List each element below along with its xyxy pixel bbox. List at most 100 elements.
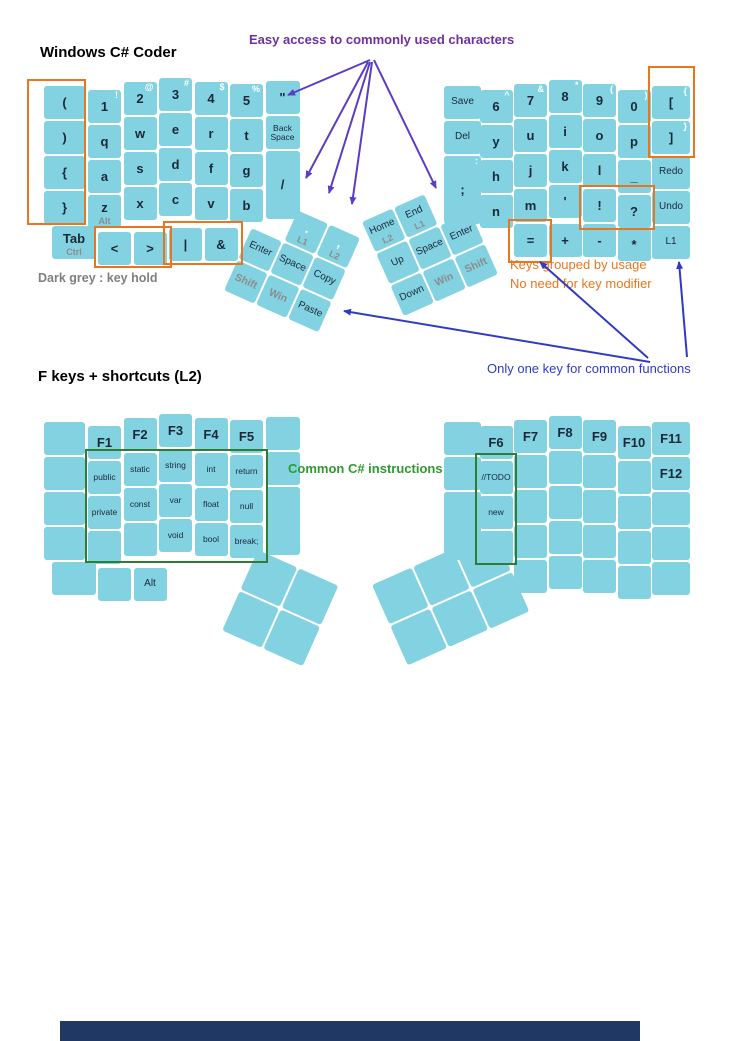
key-tap-label: ' <box>563 193 567 209</box>
key-blank <box>514 525 547 558</box>
key-f1: F1 <box>88 426 121 459</box>
key-o: o <box>583 119 616 152</box>
key-blank <box>444 422 481 455</box>
key-tap-label: > <box>146 240 154 256</box>
key-tap-label: Space <box>414 236 445 259</box>
key-tap-label: int <box>206 464 216 475</box>
key-new: new <box>479 496 513 529</box>
key-0: 0) <box>617 90 651 123</box>
key-redo: Redo <box>652 156 690 189</box>
key-tap-label: Shift <box>232 271 260 292</box>
key-tap-label: b <box>242 197 251 213</box>
key-tap-label: f <box>208 160 214 176</box>
key-tap-label: //TODO <box>481 472 511 483</box>
key-blank <box>548 521 582 554</box>
key-blank <box>548 451 582 484</box>
key-tap-label: void <box>167 530 184 541</box>
key-tap-label: F10 <box>622 434 646 450</box>
key-symbol: > <box>133 232 167 265</box>
key-n: n <box>479 195 513 228</box>
key-const: const <box>123 488 157 521</box>
key-i: i <box>548 115 582 148</box>
key-tap-label: private <box>91 507 118 518</box>
key-tap-label: l <box>597 162 602 178</box>
key-shift-label: & <box>537 84 545 94</box>
arrow-to-period-key <box>305 61 369 179</box>
key-7: 7& <box>514 84 547 117</box>
key-symbol: _ <box>617 160 651 193</box>
key-2: 2@ <box>123 82 157 115</box>
key-1: 1! <box>88 90 121 123</box>
key-tap-label: 1 <box>100 98 109 114</box>
key-del: Del <box>444 121 481 154</box>
key-hold-label: Ctrl <box>66 247 82 257</box>
key-tap-label: static <box>130 464 150 475</box>
key-m: m <box>514 189 547 222</box>
key-tap-label: g <box>242 162 251 178</box>
key-tap-label: F1 <box>96 434 113 450</box>
key-tap-label: Tab <box>62 231 86 247</box>
key-tap-label: 7 <box>526 92 535 108</box>
key-tap-label: F8 <box>557 424 573 440</box>
key-tap-label: 6 <box>492 98 500 114</box>
key-f10: F10 <box>617 426 651 459</box>
key-save: Save <box>444 86 481 119</box>
key-hold-label: Alt <box>98 216 111 226</box>
key-tap-label: { <box>61 164 68 180</box>
key-tap-label: 8 <box>561 88 569 104</box>
key-symbol: | <box>169 228 202 261</box>
key-tap-label: Win <box>266 286 290 306</box>
key-e: e <box>159 113 192 146</box>
key-shift-label: ( <box>610 84 613 94</box>
key-tap-label: ( <box>62 94 67 110</box>
key-blank <box>514 560 547 593</box>
key-back-space: Back Space <box>265 116 300 149</box>
key-tap-label: k <box>561 158 569 174</box>
arrow-to-l1-key <box>676 261 688 358</box>
key-x: x <box>123 187 157 220</box>
key-blank <box>652 562 690 595</box>
key-tap-label: a <box>100 168 109 184</box>
arrow-to-paste-key <box>343 308 651 363</box>
key-tap-label: float <box>202 499 220 510</box>
key-tap-label: p <box>630 133 638 149</box>
key-blank <box>44 457 85 490</box>
key-string: string <box>159 449 192 482</box>
key-tap-label: F4 <box>203 426 219 442</box>
key-shift-label: ) <box>644 90 648 100</box>
key-a: a <box>88 160 121 193</box>
key-k: k <box>548 150 582 183</box>
key-return: return <box>230 455 263 488</box>
key-tap-label: F5 <box>238 428 255 444</box>
key-shift-label: ^ <box>504 90 510 100</box>
key-tap-label: Del <box>454 131 470 143</box>
key-tap-label: < <box>110 240 119 256</box>
key-hold-legend: Dark grey : key hold <box>38 271 158 285</box>
key-tap-label: Undo <box>659 201 683 213</box>
key-symbol: ;: <box>444 156 481 224</box>
key-tap-label: Paste <box>296 299 325 320</box>
key-h: h <box>479 160 513 193</box>
common-cs-left-box <box>85 449 268 563</box>
highlight-box-equals-key <box>508 219 552 263</box>
key-blank <box>44 527 85 560</box>
key-tap-label: x <box>136 195 144 211</box>
key-blank <box>444 457 481 490</box>
key-tap-label: F3 <box>167 422 184 438</box>
key-shift-label: % <box>251 84 260 94</box>
key-tap-label: Back Space <box>270 122 295 142</box>
key-tap-label: j <box>528 162 533 178</box>
key-blank <box>548 486 582 519</box>
key-tap-label: c <box>171 191 180 207</box>
key-public: public <box>88 461 121 494</box>
key-shift-label: $ <box>219 82 225 92</box>
key-tap-label: Alt <box>144 578 156 590</box>
key-symbol: & <box>204 228 238 261</box>
key-u: u <box>514 119 547 152</box>
key-shift-label: # <box>183 78 189 88</box>
key-tap-label: Enter <box>448 223 475 244</box>
key-var: var <box>159 484 192 517</box>
key-tap-label: Down <box>398 283 426 304</box>
